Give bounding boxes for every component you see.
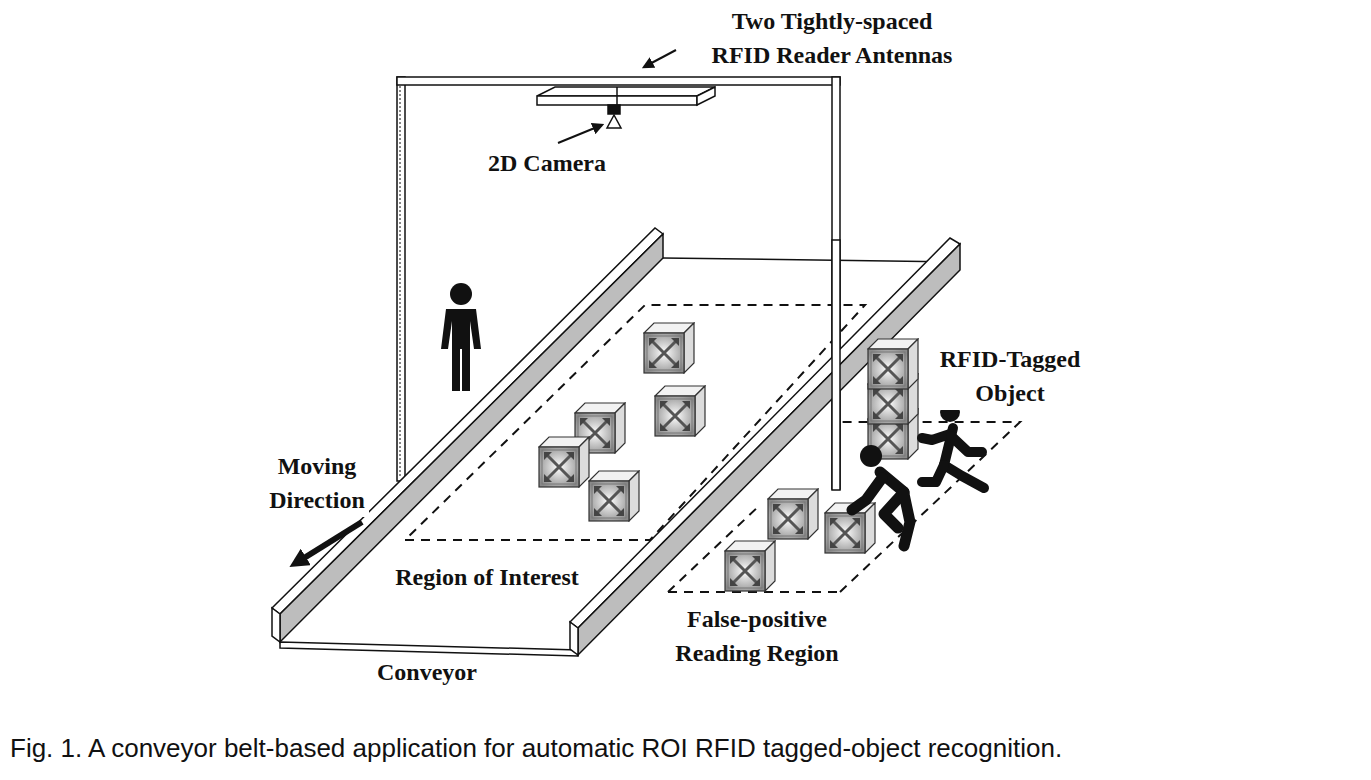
tagged-objects [725, 339, 918, 591]
false-positive-region [668, 422, 1020, 592]
frame-beam [397, 77, 840, 85]
region-label: False-positive Reading Region [671, 602, 843, 670]
roi-region [405, 305, 865, 540]
conveyor [272, 228, 960, 656]
antenna-label: Two Tightly-spaced RFID Reader Antennas [708, 4, 957, 72]
camera-symbol [607, 105, 621, 128]
leader-line [644, 50, 676, 67]
rail-left [272, 228, 663, 614]
camera-label: 2D Camera [485, 146, 609, 180]
object-label: RFID-Tagged Object [936, 342, 1085, 410]
direction-label: Moving Direction [265, 449, 369, 517]
person-running [922, 402, 984, 488]
region-label: Region of Interest [392, 560, 582, 594]
frame-post-right [832, 240, 840, 490]
reader-antennas [537, 87, 715, 105]
rail-right [570, 238, 960, 628]
conveyor-label: Conveyor [374, 655, 480, 689]
person-standing [441, 283, 481, 391]
frame-post-left [397, 77, 405, 481]
direction-arrow [296, 522, 362, 563]
figure-caption: Fig. 1. A conveyor belt-based applicatio… [10, 731, 1362, 765]
person-crouching [852, 445, 910, 546]
frame-post-right [832, 77, 840, 489]
tagged-objects [539, 323, 705, 521]
leader-line [558, 125, 602, 143]
